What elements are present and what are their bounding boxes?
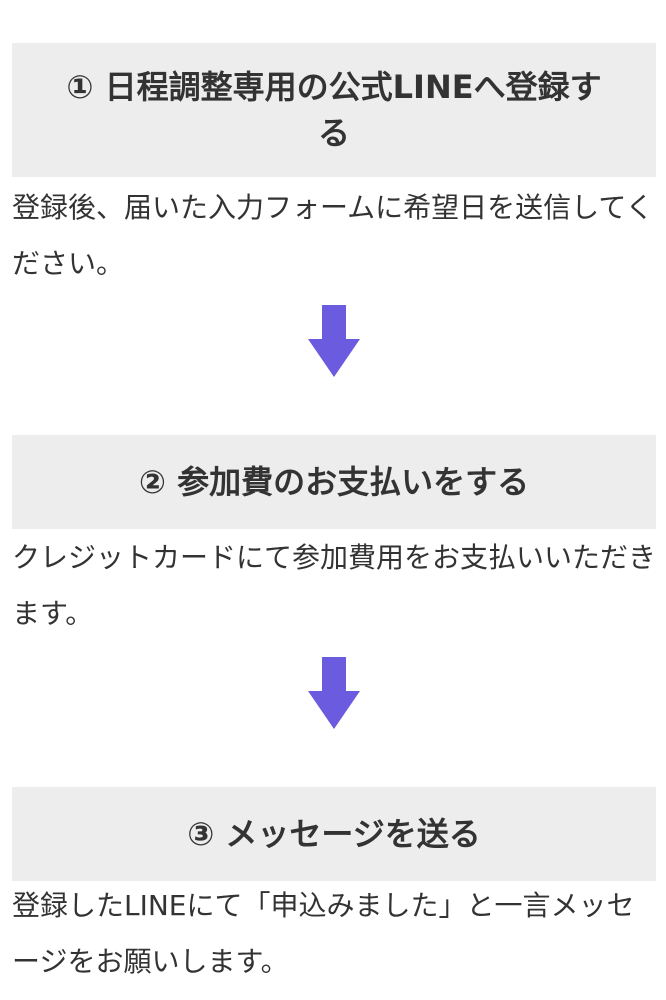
step-2-text: クレジットカードにて参加費用をお支払いいただきます。 [12, 541, 657, 630]
step-1-heading: ① 日程調整専用の公式LINEへ登録する [12, 42, 656, 177]
step-2-heading-text: ② 参加費のお支払いをする [138, 462, 530, 501]
arrow-down-icon [308, 305, 360, 377]
step-2-heading: ② 参加費のお支払いをする [12, 434, 656, 529]
step-1-heading-text: ① 日程調整専用の公式LINEへ登録する [66, 67, 602, 152]
step-3-heading: ③ メッセージを送る [12, 786, 656, 881]
arrow-down-icon [308, 657, 360, 729]
step-3-heading-text: ③ メッセージを送る [187, 814, 481, 853]
step-1-text: 登録後、届いた入力フォームに希望日を送信してください。 [12, 191, 654, 280]
step-3-text: 登録したLINEにて「申込みました」と一言メッセージをお願いします。 [12, 889, 635, 978]
